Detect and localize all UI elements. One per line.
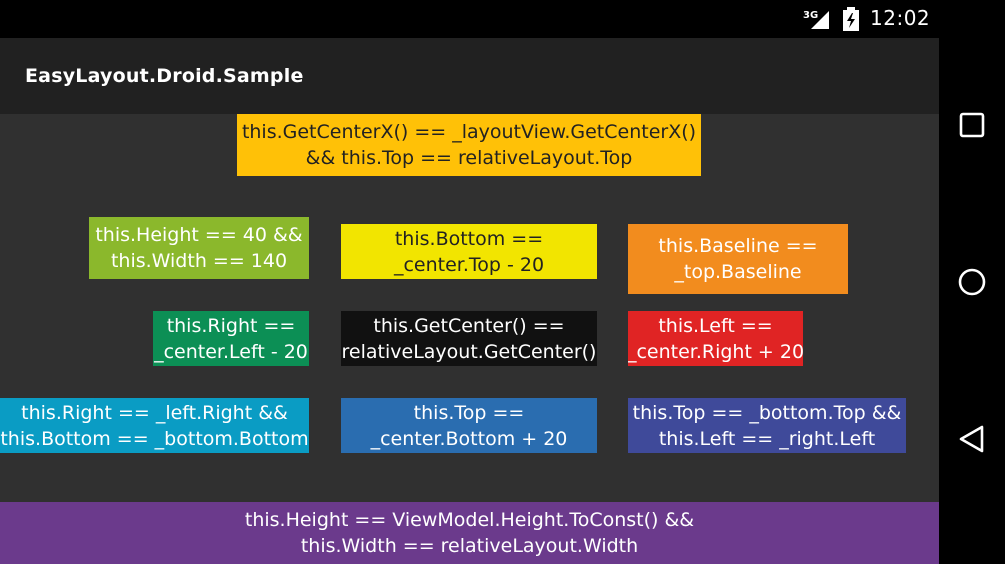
box-line: this.Bottom == _bottom.Bottom bbox=[0, 427, 309, 450]
box-line: _center.Right + 20 bbox=[628, 340, 803, 363]
back-icon bbox=[959, 425, 984, 453]
home-button[interactable] bbox=[955, 265, 989, 299]
signal-icon: 3G bbox=[803, 8, 831, 30]
back-button[interactable] bbox=[955, 422, 989, 456]
box-line: this.Left == _right.Left bbox=[658, 427, 876, 450]
box-line: this.Baseline == bbox=[658, 235, 818, 257]
box-right-center: this.Right == _center.Left - 20 bbox=[153, 311, 309, 366]
box-line: _center.Top - 20 bbox=[393, 253, 545, 276]
battery-charging-icon bbox=[842, 7, 860, 31]
box-center: this.GetCenter() == relativeLayout.GetCe… bbox=[341, 311, 597, 366]
box-left-center: this.Left == _center.Right + 20 bbox=[628, 311, 803, 366]
box-line: this.Right == bbox=[166, 314, 296, 337]
recents-icon bbox=[959, 112, 985, 138]
box-line: _top.Baseline bbox=[674, 261, 802, 283]
box-line: && this.Top == relativeLayout.Top bbox=[305, 147, 633, 169]
box-line: _center.Bottom + 20 bbox=[370, 427, 568, 450]
box-top-bottom-left-right: this.Top == _bottom.Top && this.Left == … bbox=[628, 398, 906, 453]
box-line: this.Width == 140 bbox=[110, 250, 288, 272]
box-height-width: this.Height == 40 && this.Width == 140 bbox=[89, 217, 309, 279]
box-line: this.Bottom == bbox=[394, 227, 544, 250]
box-right-left-bottom: this.Right == _left.Right && this.Bottom… bbox=[0, 398, 309, 453]
box-line: this.Right == _left.Right && bbox=[21, 401, 288, 424]
recents-button[interactable] bbox=[955, 108, 989, 142]
box-line: _center.Left - 20 bbox=[154, 340, 308, 363]
box-top-center: this.Top == _center.Bottom + 20 bbox=[341, 398, 597, 453]
app-bar: EasyLayout.Droid.Sample bbox=[0, 38, 939, 114]
box-bottom-center: this.Bottom == _center.Top - 20 bbox=[341, 224, 597, 279]
home-icon bbox=[958, 268, 986, 296]
box-line: this.Height == 40 && bbox=[95, 224, 303, 246]
box-line: this.Top == _bottom.Top && bbox=[632, 401, 902, 424]
network-type-label: 3G bbox=[803, 10, 818, 21]
app-title: EasyLayout.Droid.Sample bbox=[25, 65, 304, 87]
status-bar: 3G 12:02 bbox=[0, 0, 939, 38]
box-baseline-top: this.Baseline == _top.Baseline bbox=[628, 224, 848, 294]
status-time: 12:02 bbox=[870, 6, 931, 30]
navigation-bar bbox=[939, 0, 1005, 564]
box-height-viewmodel: this.Height == ViewModel.Height.ToConst(… bbox=[0, 502, 939, 564]
box-line: relativeLayout.GetCenter() bbox=[341, 340, 597, 363]
box-line: this.GetCenterX() == _layoutView.GetCent… bbox=[241, 121, 697, 143]
box-center-x-top: this.GetCenterX() == _layoutView.GetCent… bbox=[237, 114, 701, 176]
box-line: this.Height == ViewModel.Height.ToConst(… bbox=[244, 509, 695, 531]
box-line: this.Left == bbox=[658, 314, 773, 337]
box-line: this.GetCenter() == bbox=[373, 314, 565, 337]
box-line: this.Top == bbox=[413, 401, 525, 424]
box-line: this.Width == relativeLayout.Width bbox=[300, 535, 639, 557]
